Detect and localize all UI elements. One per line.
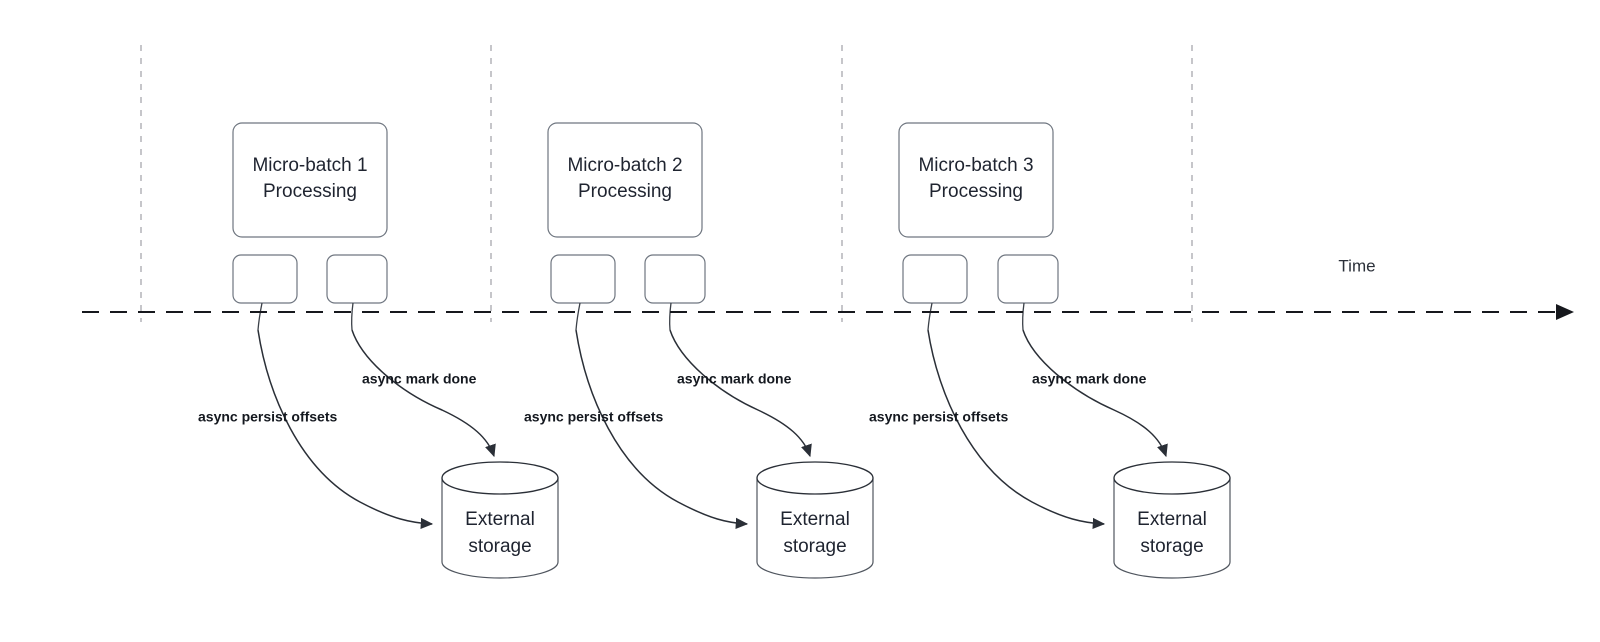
external-storage-3-label-line1: External xyxy=(1137,509,1207,530)
external-storage-1-body xyxy=(441,477,559,579)
task-box-3b[interactable] xyxy=(997,254,1059,304)
time-axis-arrow-icon xyxy=(1556,304,1574,320)
group-1: Micro-batch 1 Processing async persist o… xyxy=(198,122,559,579)
external-storage-1-label-line1: External xyxy=(465,509,535,530)
persist-offsets-curve-3 xyxy=(927,329,1106,530)
external-storage-2[interactable]: External storage xyxy=(756,461,874,579)
persist-offsets-label-1: async persist offsets xyxy=(198,409,337,425)
persist-offsets-curve-1 xyxy=(257,329,434,530)
external-storage-3[interactable]: External storage xyxy=(1113,461,1231,579)
microbatch-box-3[interactable] xyxy=(898,122,1054,238)
task-box-2b[interactable] xyxy=(644,254,706,304)
task-box-2a[interactable] xyxy=(550,254,616,304)
mark-done-label-1: async mark done xyxy=(362,371,477,387)
mark-done-curve-3 xyxy=(1022,329,1168,458)
external-storage-1-top xyxy=(441,461,559,495)
microbatch-box-1[interactable] xyxy=(232,122,388,238)
group-3: Micro-batch 3 Processing async persist o… xyxy=(869,122,1231,579)
time-axis: Time xyxy=(82,256,1574,320)
microbatch-box-1-label-line1: Micro-batch 1 xyxy=(252,155,367,176)
persist-offsets-label-3: async persist offsets xyxy=(869,409,1008,425)
task-connector-1b xyxy=(351,302,354,331)
external-storage-2-label-line1: External xyxy=(780,509,850,530)
microbatch-box-3-label-line1: Micro-batch 3 xyxy=(918,155,1033,176)
group-2: Micro-batch 2 Processing async persist o… xyxy=(524,122,874,579)
persist-offsets-curve-2 xyxy=(575,329,749,530)
mark-done-curve-2 xyxy=(669,329,812,458)
external-storage-3-label-line2: storage xyxy=(1140,536,1203,557)
task-connector-1a xyxy=(257,302,263,331)
external-storage-3-top xyxy=(1113,461,1231,495)
external-storage-1[interactable]: External storage xyxy=(441,461,559,579)
task-box-1a[interactable] xyxy=(232,254,298,304)
external-storage-1-label-line2: storage xyxy=(468,536,531,557)
microbatch-box-2-label-line2: Processing xyxy=(578,181,672,202)
mark-done-label-3: async mark done xyxy=(1032,371,1147,387)
mark-done-curve-1 xyxy=(351,329,496,458)
time-axis-label: Time xyxy=(1338,256,1375,275)
task-connector-2b xyxy=(669,302,672,331)
microbatch-box-1-label-line2: Processing xyxy=(263,181,357,202)
microbatch-box-2-label-line1: Micro-batch 2 xyxy=(567,155,682,176)
task-box-3a[interactable] xyxy=(902,254,968,304)
task-connector-3a xyxy=(927,302,933,331)
microbatch-box-2[interactable] xyxy=(547,122,703,238)
external-storage-2-label-line2: storage xyxy=(783,536,846,557)
task-connector-3b xyxy=(1022,302,1025,331)
task-connector-2a xyxy=(575,302,581,331)
external-storage-2-top xyxy=(756,461,874,495)
external-storage-3-body xyxy=(1113,477,1231,579)
microbatch-box-3-label-line2: Processing xyxy=(929,181,1023,202)
task-box-1b[interactable] xyxy=(326,254,388,304)
mark-done-label-2: async mark done xyxy=(677,371,792,387)
external-storage-2-body xyxy=(756,477,874,579)
persist-offsets-label-2: async persist offsets xyxy=(524,409,663,425)
